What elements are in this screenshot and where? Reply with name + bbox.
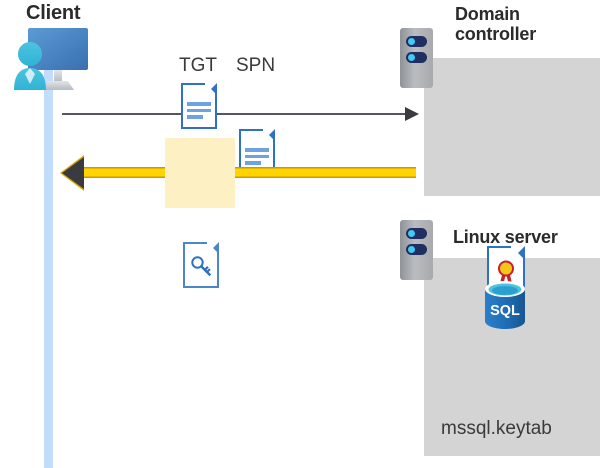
- document-fold-cut: [205, 82, 218, 95]
- document-line: [187, 102, 211, 106]
- key-document-icon: [183, 241, 220, 288]
- document-line: [245, 148, 269, 152]
- document-fold-cut: [263, 128, 276, 141]
- certificate-seal-icon: [494, 259, 518, 287]
- client-workstation-icon: [8, 24, 104, 96]
- document-line: [187, 115, 203, 119]
- rack-led-icon: [408, 246, 415, 253]
- request-arrow-head-icon: [405, 107, 419, 121]
- response-arrow-segment-left: [80, 167, 168, 178]
- domain-controller-panel: [424, 58, 600, 196]
- rack-bay: [406, 52, 427, 63]
- client-label: Client: [26, 2, 81, 24]
- key-document-highlight: [165, 138, 235, 208]
- document-fold-cut: [207, 241, 220, 254]
- key-icon: [189, 254, 213, 278]
- linux-server-label: Linux server: [453, 227, 558, 247]
- tgt-label: TGT: [179, 55, 217, 76]
- spn-label: SPN: [236, 55, 276, 76]
- sql-database-icon: SQL: [483, 280, 527, 330]
- linux-server-rack-icon: [400, 220, 433, 280]
- document-line: [245, 161, 261, 165]
- rack-bay: [406, 228, 427, 239]
- rack-led-icon: [408, 230, 415, 237]
- request-arrow-line: [62, 113, 412, 115]
- response-arrow-segment-right: [232, 167, 416, 178]
- svg-text:SQL: SQL: [490, 303, 520, 319]
- rack-bay: [406, 36, 427, 47]
- document-fold-cut: [511, 245, 526, 260]
- domain-controller-server-rack-icon: [400, 28, 433, 88]
- rack-bay: [406, 244, 427, 255]
- rack-led-icon: [408, 38, 415, 45]
- domain-controller-label: Domain controller: [455, 4, 537, 45]
- tgt-document-icon: [181, 82, 218, 129]
- rack-led-icon: [408, 54, 415, 61]
- client-lifeline: [44, 66, 53, 468]
- keytab-filename-label: mssql.keytab: [441, 418, 552, 439]
- document-line: [187, 108, 211, 113]
- document-line: [245, 154, 269, 159]
- response-arrow-head-icon: [62, 157, 84, 189]
